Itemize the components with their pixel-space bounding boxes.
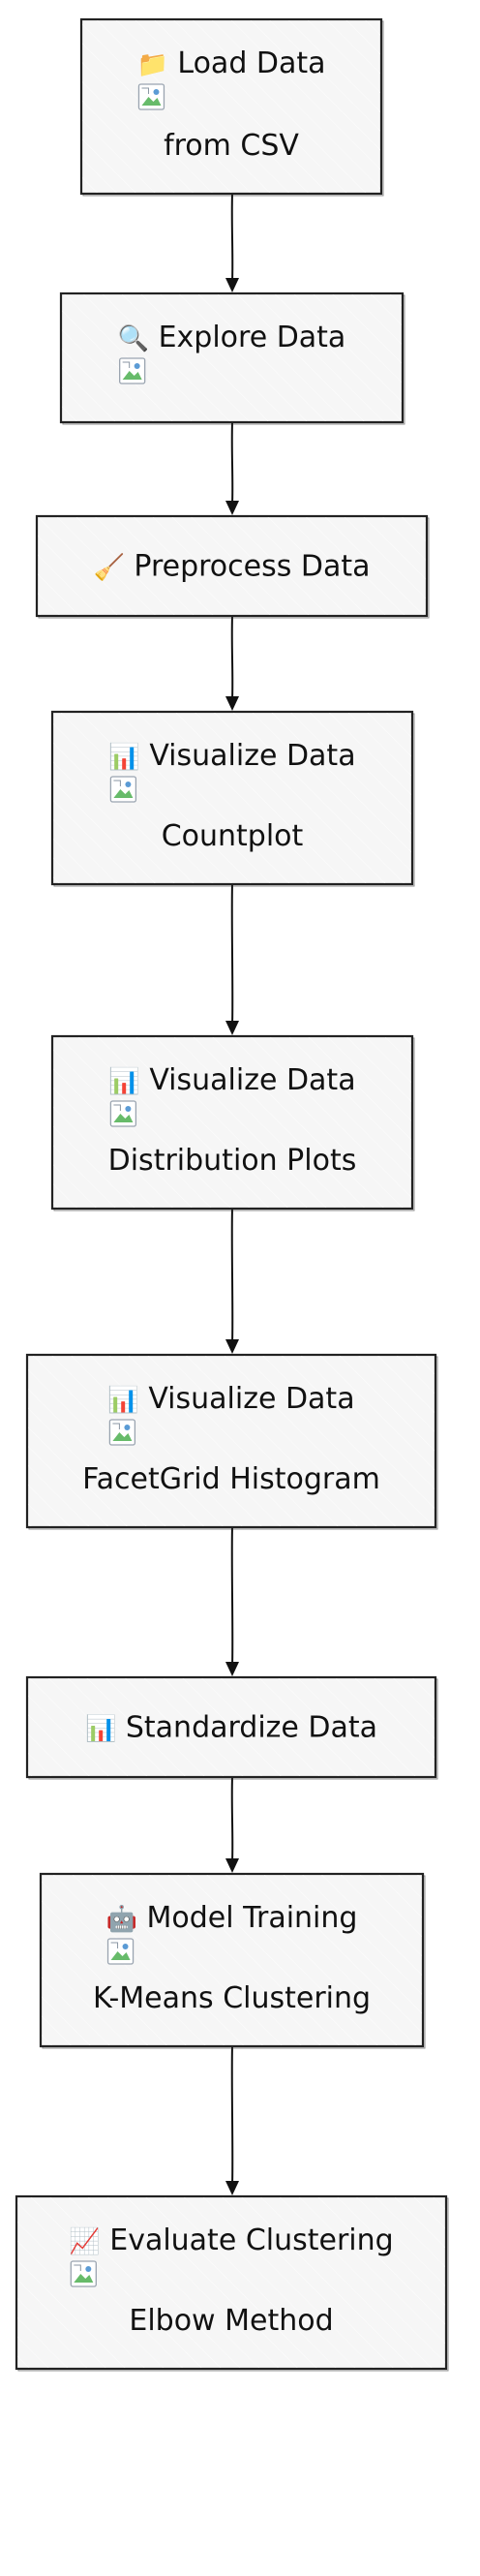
broken-image-icon <box>106 1938 135 1965</box>
node-title-label: Load Data <box>177 46 325 80</box>
node-subtitle: from CSV <box>164 129 299 163</box>
node-title-label: Preprocess Data <box>134 550 370 584</box>
node-title-label: Evaluate Clustering <box>109 2223 393 2257</box>
node-hatch-fill <box>82 20 380 193</box>
node-title-label: Visualize Data <box>149 739 355 773</box>
magnifier-icon: 🔍 <box>118 322 149 353</box>
bar-chart-icon: 📊 <box>108 1066 139 1096</box>
node-title-spacer <box>140 739 150 773</box>
broken-image-icon <box>109 1100 137 1127</box>
node-title-spacer <box>116 1711 126 1745</box>
node-title: 🤖 Model Training <box>106 1901 358 1935</box>
broken-image-icon <box>119 357 146 384</box>
edge-viz-count-to-viz-dist <box>225 883 239 1035</box>
node-hatch-fill <box>42 1875 422 2045</box>
edge-line <box>230 1208 234 1344</box>
edge-line <box>230 193 234 283</box>
node-title-spacer <box>125 550 135 584</box>
node-title: 📊 Standardize Data <box>85 1711 377 1745</box>
node-title-label: Model Training <box>146 1901 357 1935</box>
bar-chart-icon: 📊 <box>108 742 139 772</box>
broken-image-icon <box>137 83 165 110</box>
robot-icon: 🤖 <box>106 1904 137 1934</box>
node-title-spacer <box>139 1382 149 1416</box>
edge-preprocess-to-viz-count <box>225 615 239 711</box>
node-title: 📊 Visualize Data <box>108 739 355 773</box>
broken-image-icon <box>109 776 137 803</box>
edge-viz-dist-to-viz-facet <box>225 1208 239 1354</box>
edge-viz-facet-to-standardize <box>225 1526 239 1676</box>
node-preprocess[interactable]: 🧹 Preprocess Data <box>35 514 430 619</box>
node-subtitle: K-Means Clustering <box>93 1981 371 2015</box>
node-subtitle: Countplot <box>162 819 304 853</box>
nodes-layer: 📁 Load Data from CSV 🔍 Explore Data 🧹 Prepr… <box>15 17 449 2372</box>
arrowhead <box>225 1339 239 1354</box>
arrowhead <box>225 2181 239 2195</box>
arrowhead <box>225 278 239 292</box>
node-hatch-fill <box>62 294 402 421</box>
edge-line <box>230 1526 234 1667</box>
node-subtitle: Elbow Method <box>129 2304 333 2338</box>
node-title: 📁 Load Data <box>136 46 325 80</box>
node-title-spacer <box>140 1063 150 1097</box>
chart-increasing-icon: 📈 <box>69 2226 100 2256</box>
node-hatch-fill <box>28 1356 435 1526</box>
arrowhead <box>225 1021 239 1035</box>
edge-line <box>230 1776 234 1863</box>
node-title-label: Visualize Data <box>148 1382 354 1416</box>
node-title-spacer <box>168 46 178 80</box>
node-title-label: Visualize Data <box>149 1063 355 1097</box>
broken-image-icon <box>70 2260 97 2287</box>
edge-line <box>230 421 234 506</box>
folder-icon: 📁 <box>136 50 167 79</box>
arrowhead <box>225 501 239 515</box>
edge-load-to-explore <box>225 193 239 292</box>
edge-line <box>230 883 234 1026</box>
node-title-label: Standardize Data <box>126 1711 377 1745</box>
bar-chart-icon: 📊 <box>85 1714 116 1744</box>
broken-image-icon <box>108 1419 136 1446</box>
edge-line <box>230 2045 234 2186</box>
node-title: 🔍 Explore Data <box>118 321 346 354</box>
bar-chart-icon: 📊 <box>107 1385 138 1415</box>
edge-line <box>230 615 234 701</box>
node-title: 📊 Visualize Data <box>107 1382 354 1416</box>
broom-icon: 🧹 <box>93 553 124 583</box>
node-title-spacer <box>101 2223 110 2257</box>
edge-explore-to-preprocess <box>225 421 239 515</box>
node-title-spacer <box>137 1901 147 1935</box>
node-title: 📈 Evaluate Clustering <box>69 2223 393 2257</box>
node-explore[interactable]: 🔍 Explore Data <box>59 291 405 425</box>
node-standardize[interactable]: 📊 Standardize Data <box>25 1675 438 1780</box>
node-title: 🧹 Preprocess Data <box>93 550 370 584</box>
node-load[interactable]: 📁 Load Data from CSV <box>79 17 384 197</box>
node-title: 📊 Visualize Data <box>108 1063 355 1097</box>
arrowhead <box>225 696 239 711</box>
node-subtitle: FacetGrid Histogram <box>82 1462 380 1496</box>
arrowhead <box>225 1662 239 1676</box>
node-subtitle: Distribution Plots <box>108 1144 357 1178</box>
node-hatch-fill <box>28 1678 435 1776</box>
node-title-label: Explore Data <box>159 321 346 354</box>
node-hatch-fill <box>38 517 426 615</box>
node-title-spacer <box>149 321 159 354</box>
edge-standardize-to-train <box>225 1776 239 1873</box>
arrowhead <box>225 1858 239 1873</box>
edges-layer <box>225 193 239 2195</box>
edge-train-to-evaluate <box>225 2045 239 2195</box>
